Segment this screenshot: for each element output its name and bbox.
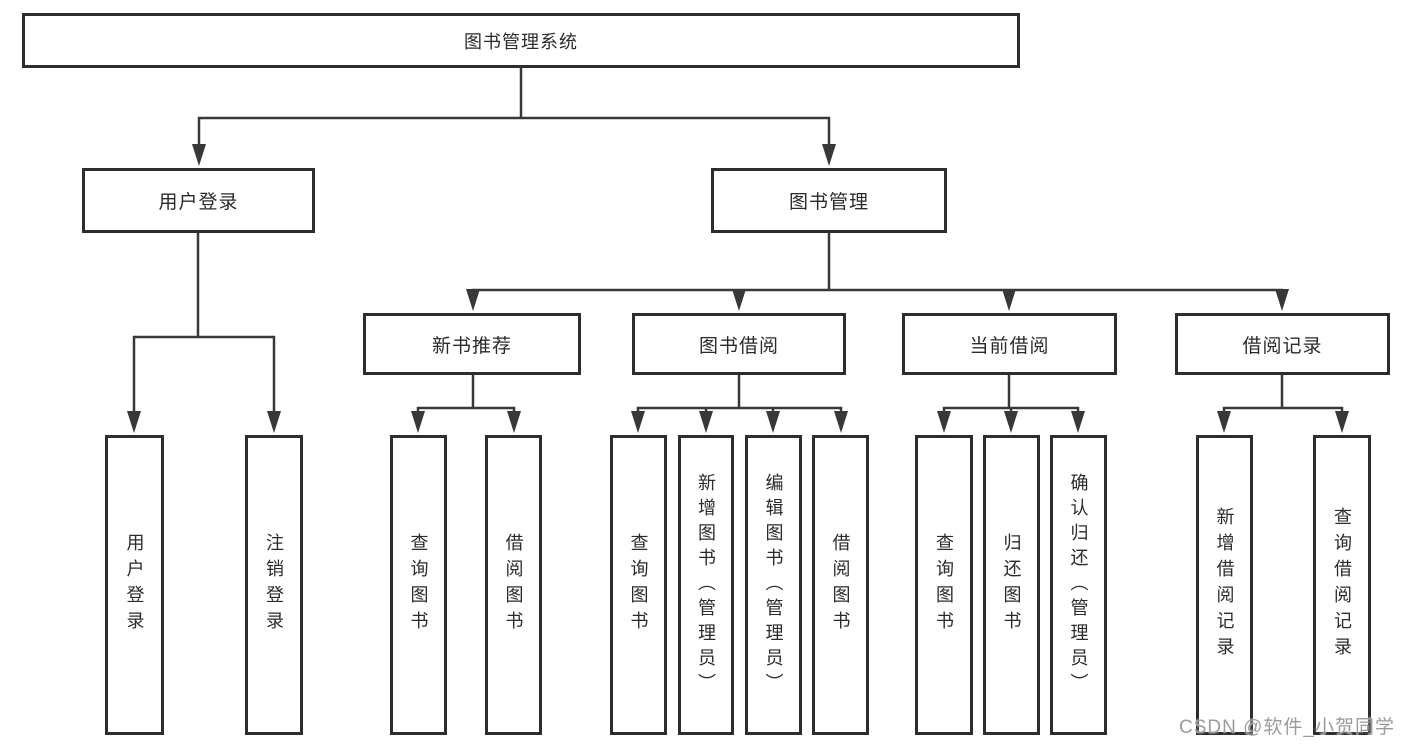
connector-book-borrow	[631, 373, 848, 433]
node-label: 图书管理系统	[464, 31, 578, 52]
arrowhead-icon	[1217, 411, 1231, 433]
node-label: 新书推荐	[431, 335, 512, 357]
arrowhead-icon	[834, 411, 848, 433]
leaf-add-book-admin: 新增图书（管理员）	[678, 435, 734, 735]
node-user-login: 用户登录	[82, 168, 315, 233]
node-book-management: 图书管理	[711, 168, 947, 233]
leaf-borrow-books-recommend: 借阅图书	[485, 435, 542, 735]
arrowhead-icon	[937, 411, 951, 433]
leaf-edit-book-admin: 编辑图书（管理员）	[745, 435, 802, 735]
arrowhead-icon	[192, 144, 206, 166]
node-label: 注销登录	[264, 533, 284, 637]
arrowhead-icon	[1071, 411, 1085, 433]
arrowhead-icon	[1275, 289, 1289, 311]
leaf-query-books-current: 查询图书	[915, 435, 973, 735]
arrowhead-icon	[699, 411, 713, 433]
node-label: 新增图书（管理员）	[696, 472, 716, 698]
arrowhead-icon	[1004, 411, 1018, 433]
node-label: 图书管理	[788, 192, 869, 213]
leaf-query-borrow-record: 查询借阅记录	[1313, 435, 1371, 735]
node-label: 查询借阅记录	[1332, 507, 1352, 663]
node-book-borrow: 图书借阅	[632, 313, 846, 375]
connector-root	[192, 66, 836, 166]
node-label: 确认归还（管理员）	[1068, 472, 1089, 698]
node-label: 借阅图书	[503, 533, 524, 637]
connector-book-management	[466, 231, 1289, 311]
node-label: 当前借阅	[969, 335, 1050, 357]
arrowhead-icon	[1335, 411, 1349, 433]
node-root: 图书管理系统	[22, 13, 1020, 68]
arrowhead-icon	[1002, 289, 1016, 311]
node-label: 归还图书	[1001, 533, 1022, 637]
arrowhead-icon	[822, 144, 836, 166]
connector-new-book	[411, 373, 521, 433]
node-borrow-records: 借阅记录	[1175, 313, 1390, 375]
connector-user-login	[127, 231, 281, 433]
node-label: 查询图书	[408, 533, 429, 637]
arrowhead-icon	[267, 411, 281, 433]
leaf-add-borrow-record: 新增借阅记录	[1196, 435, 1253, 735]
arrowhead-icon	[766, 411, 780, 433]
node-label: 借阅记录	[1242, 335, 1323, 357]
arrowhead-icon	[507, 411, 521, 433]
arrowhead-icon	[411, 411, 425, 433]
node-label: 图书借阅	[698, 335, 779, 357]
node-label: 编辑图书（管理员）	[763, 472, 784, 698]
node-label: 查询图书	[628, 533, 649, 637]
node-label: 用户登录	[124, 533, 145, 637]
connector-current-borrow	[937, 373, 1085, 433]
node-current-borrow: 当前借阅	[902, 313, 1117, 375]
leaf-user-login: 用户登录	[105, 435, 164, 735]
arrowhead-icon	[732, 289, 746, 311]
leaf-logout: 注销登录	[245, 435, 303, 735]
arrowhead-icon	[127, 411, 141, 433]
arrowhead-icon	[631, 411, 645, 433]
leaf-confirm-return-admin: 确认归还（管理员）	[1050, 435, 1107, 735]
node-new-book-recommend: 新书推荐	[363, 313, 581, 375]
arrowhead-icon	[466, 289, 480, 311]
connector-borrow-records	[1217, 373, 1349, 433]
node-label: 新增借阅记录	[1214, 507, 1235, 663]
node-label: 借阅图书	[830, 533, 851, 637]
leaf-query-books-recommend: 查询图书	[390, 435, 447, 735]
leaf-query-books-borrow: 查询图书	[610, 435, 667, 735]
node-label: 查询图书	[934, 533, 954, 637]
node-label: 用户登录	[158, 192, 239, 213]
leaf-borrow-books: 借阅图书	[812, 435, 869, 735]
leaf-return-book: 归还图书	[983, 435, 1040, 735]
csdn-watermark: CSDN @软件_小贺同学	[1179, 717, 1395, 738]
